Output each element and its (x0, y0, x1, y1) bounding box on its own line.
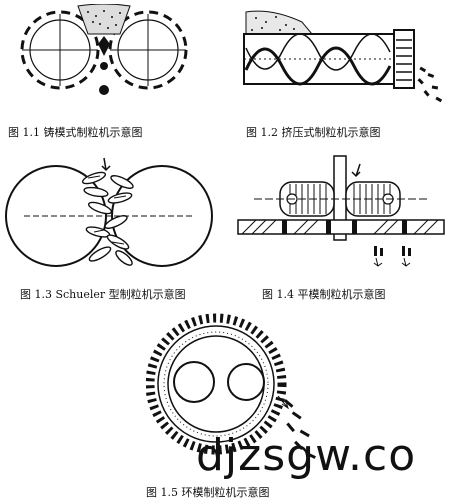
figure-1-4-caption: 图 1.4 平模制粒机示意图 (262, 288, 386, 301)
figure-1-2-diagram (232, 8, 447, 114)
figure-1-1-caption: 图 1.1 铸模式制粒机示意图 (8, 126, 143, 139)
figure-1-1-diagram (8, 4, 208, 112)
watermark-text: djzsgw.co (196, 430, 417, 481)
figure-1-2-caption: 图 1.2 挤压式制粒机示意图 (246, 126, 381, 139)
figure-1-3-diagram (4, 152, 214, 274)
figure-1-3-caption: 图 1.3 Schueler 型制粒机示意图 (20, 288, 186, 301)
figure-1-4-diagram (234, 154, 448, 274)
figure-1-5-diagram (146, 304, 326, 480)
figure-1-5-caption: 图 1.5 环模制粒机示意图 (146, 486, 270, 499)
